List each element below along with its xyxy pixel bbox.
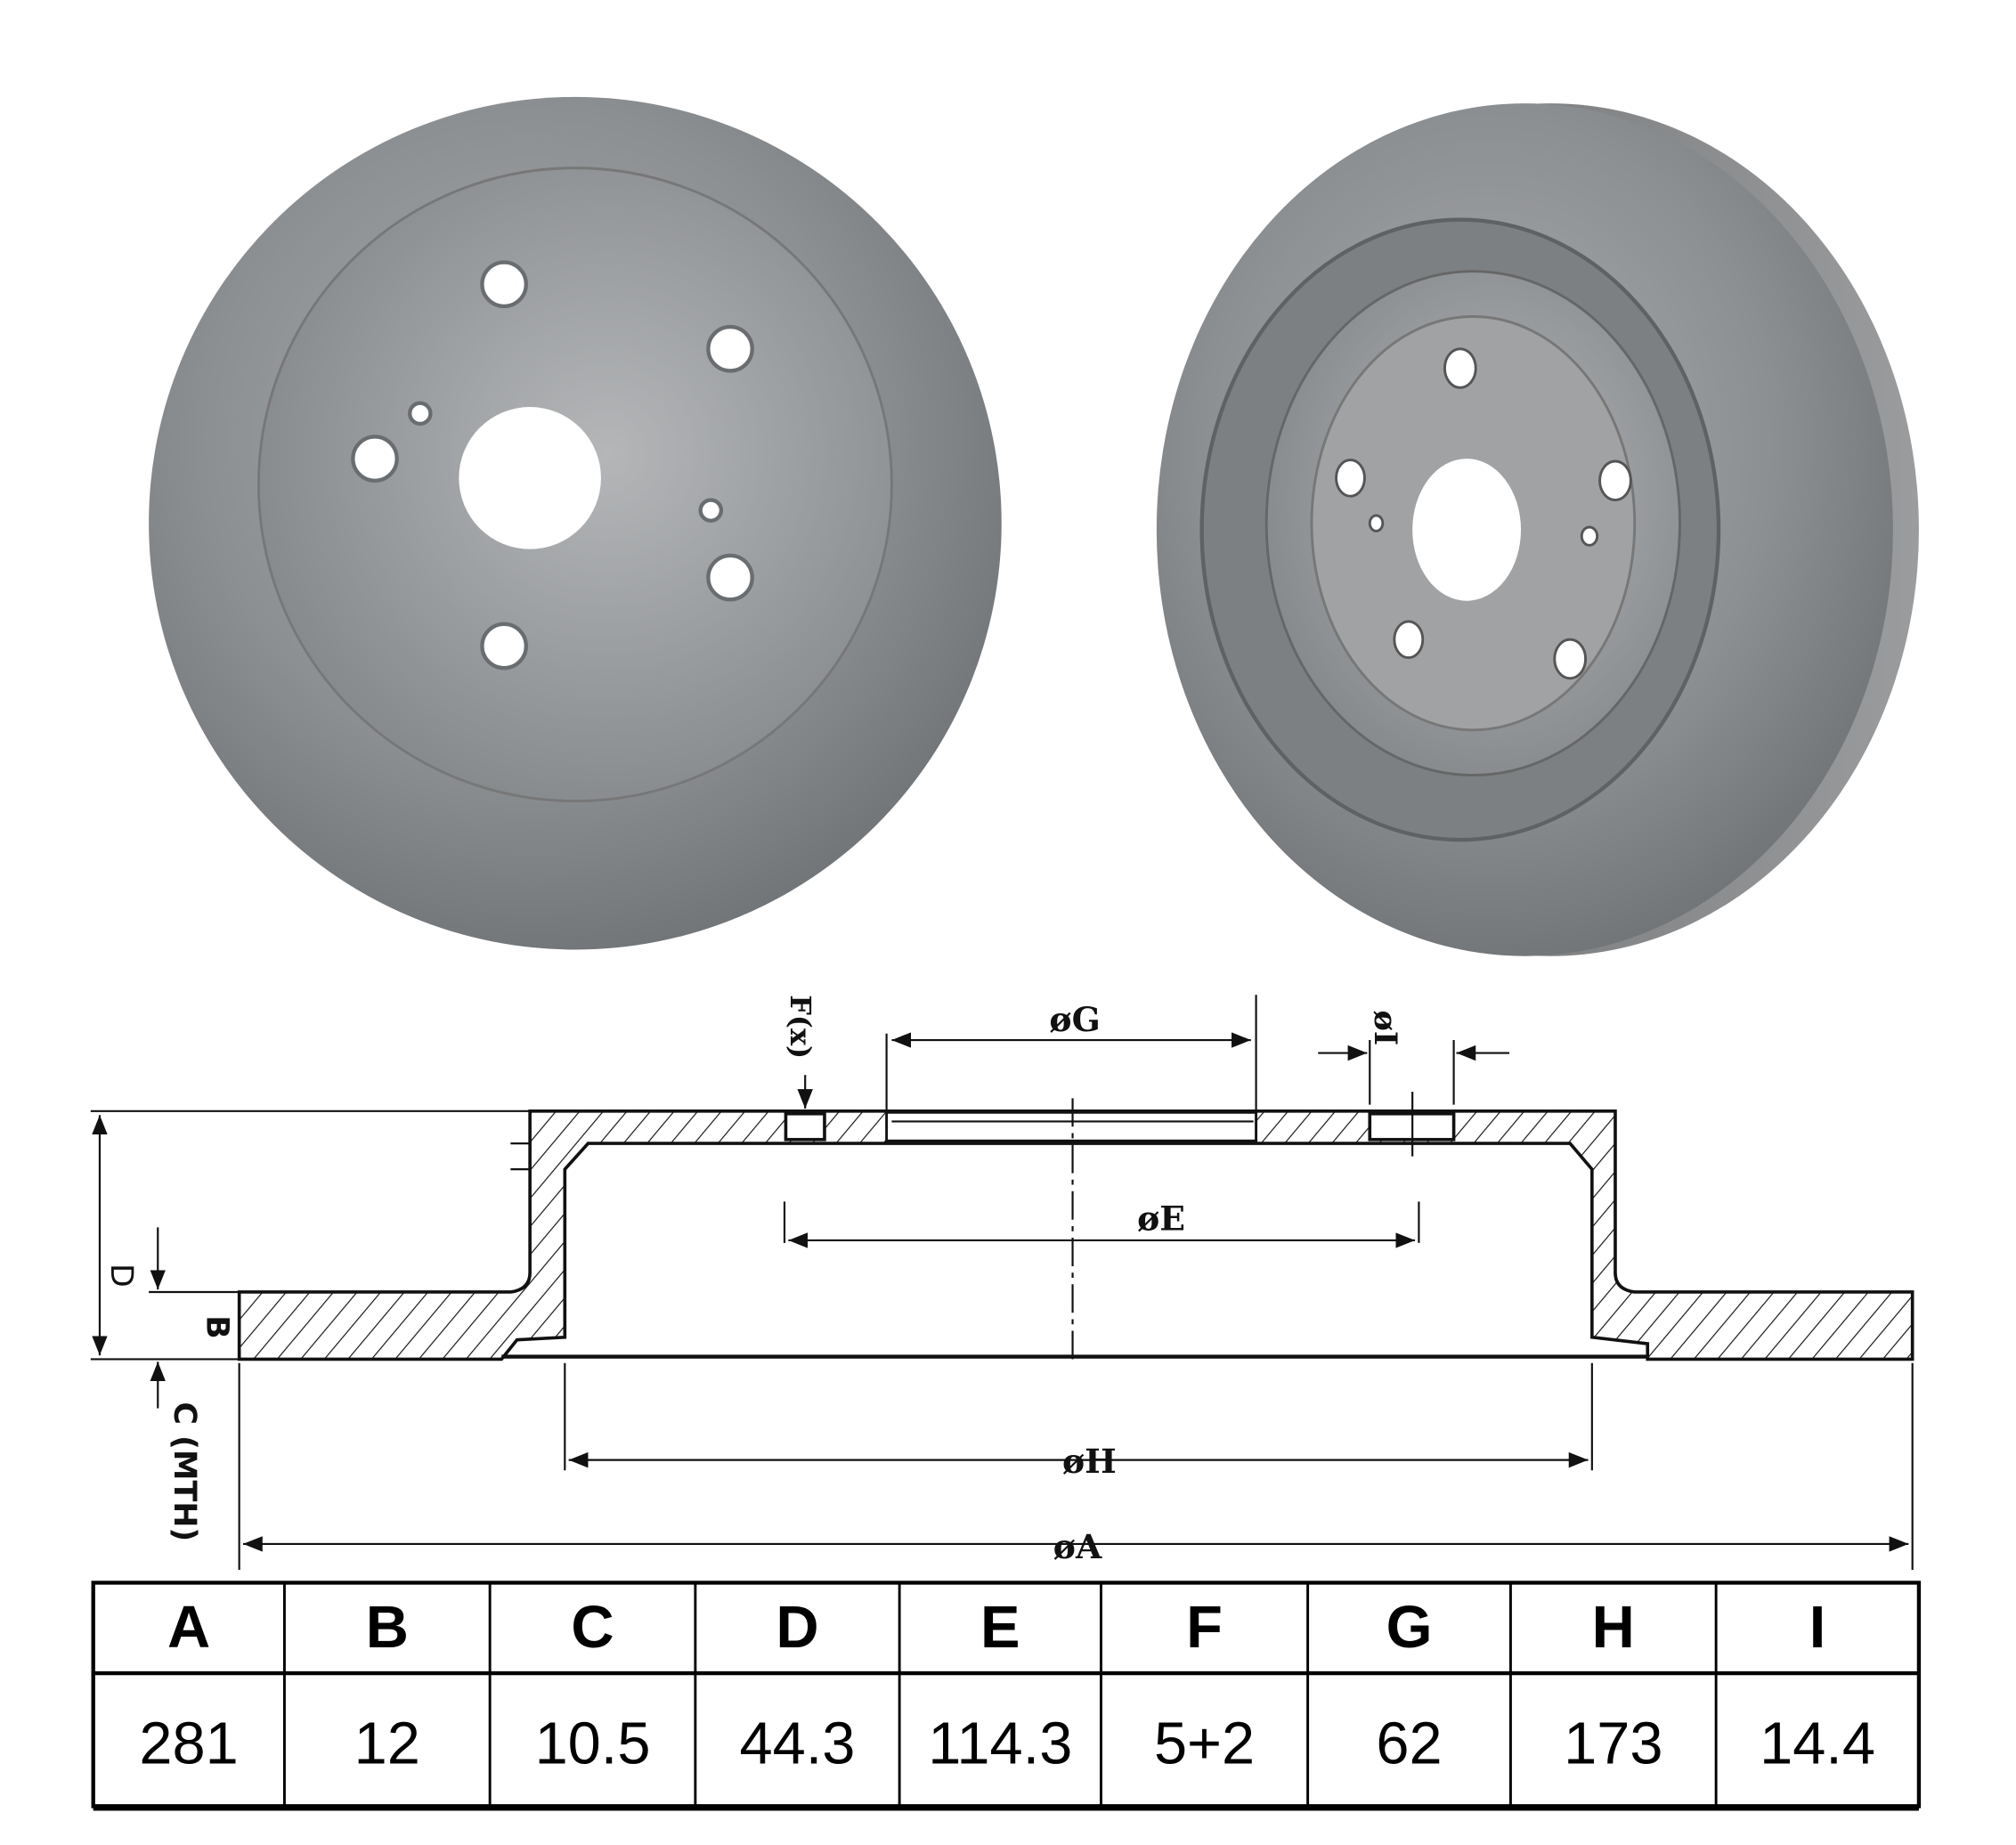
table-header-d: D [776, 1595, 818, 1661]
spec-table: A 281 B 12 C 10.5 D 44.3 E 114.3 F 5+2 G 62 H 173 I 14.4 [91, 1581, 1922, 1811]
label-a: øA [1053, 1527, 1102, 1566]
table-value-e: 114.3 [928, 1711, 1072, 1777]
table-value-b: 12 [354, 1711, 420, 1777]
table-header-h: H [1592, 1595, 1635, 1661]
table-header-c: C [571, 1595, 614, 1661]
table-header-f: F [1186, 1595, 1223, 1661]
brake-disc-angled-photo [1156, 103, 1919, 956]
center-bore [459, 407, 601, 549]
label-i: øI [1367, 1011, 1403, 1046]
table-value-a: 281 [139, 1711, 238, 1777]
cross-section-drawing [90, 995, 1914, 1570]
label-b: B [199, 1315, 234, 1339]
table-value-c: 10.5 [535, 1711, 651, 1777]
table-header-i: I [1809, 1595, 1826, 1661]
disc-section [237, 1109, 1914, 1361]
table-header-a: A [167, 1595, 210, 1661]
label-c: C (MTH) [167, 1402, 202, 1541]
label-e: øE [1137, 1199, 1185, 1238]
table-value-i: 14.4 [1760, 1711, 1875, 1777]
brake-disc-front-photo [149, 96, 1002, 950]
table-value-f: 5+2 [1154, 1711, 1255, 1777]
label-d: D [103, 1264, 139, 1288]
table-value-h: 173 [1564, 1711, 1662, 1777]
label-g: øG [1049, 1000, 1100, 1039]
table-header-g: G [1386, 1595, 1433, 1661]
table-header-b: B [366, 1595, 409, 1661]
table-value-d: 44.3 [740, 1711, 856, 1777]
dimension-labels: F(x) øG øI øE øH øA D B C (MTH) [103, 995, 1403, 1566]
table-value-g: 62 [1376, 1711, 1442, 1777]
label-h: øH [1062, 1442, 1117, 1481]
label-f: F(x) [784, 995, 817, 1059]
bolt-holes [351, 260, 754, 671]
table-header-e: E [980, 1595, 1020, 1661]
